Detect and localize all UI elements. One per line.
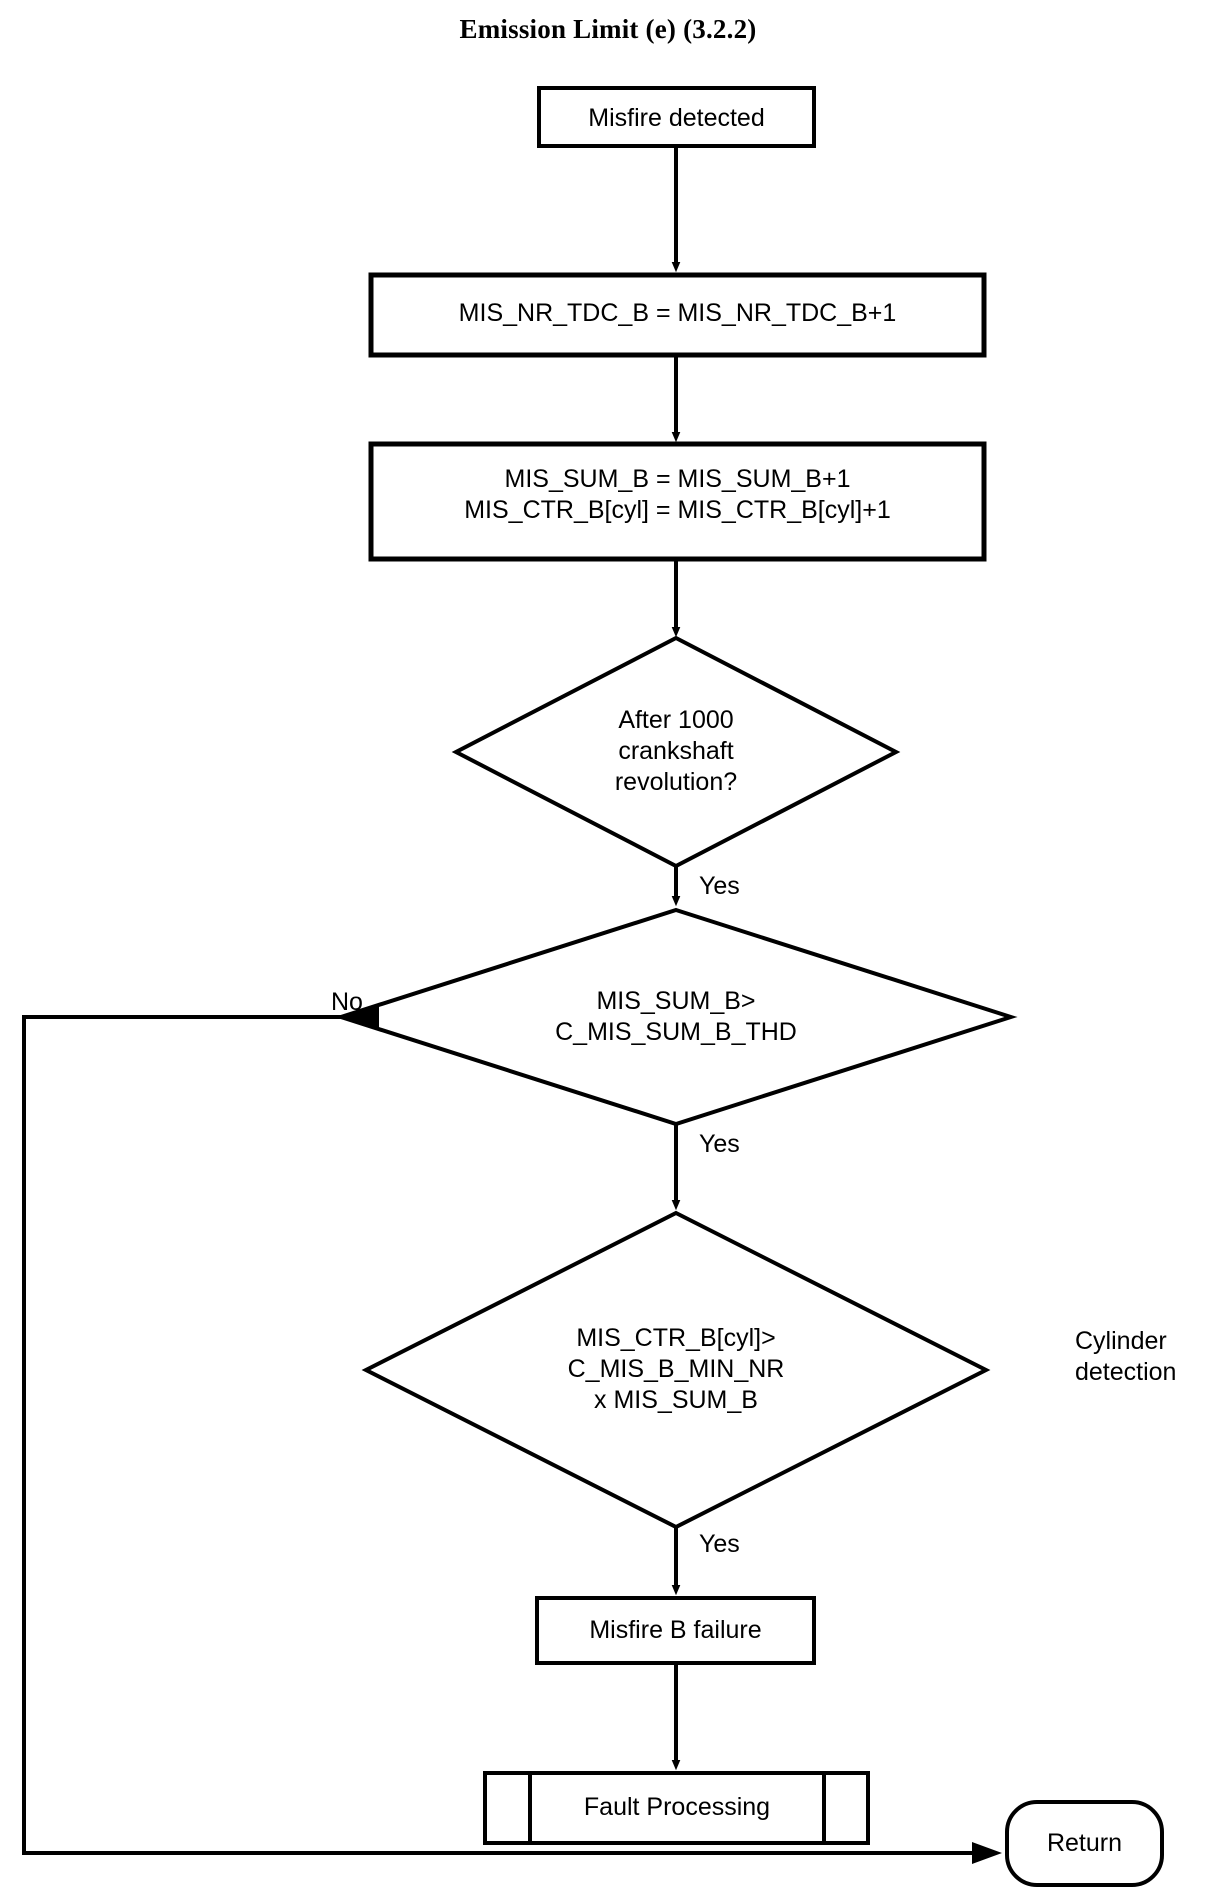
node-decision-sum[interactable] bbox=[341, 910, 1011, 1124]
node-inc-sum[interactable] bbox=[371, 444, 984, 559]
node-inc-tdc[interactable] bbox=[371, 275, 984, 355]
node-inc-sum-shape bbox=[368, 441, 987, 562]
node-fault-shape bbox=[483, 1771, 870, 1845]
node-fault[interactable] bbox=[485, 1773, 868, 1843]
edge-decision-sum-no bbox=[22, 1015, 990, 1855]
edge-decision-sum-no-arrowhead bbox=[341, 1005, 379, 1029]
edge-loop-to-return-arrowhead bbox=[972, 1842, 1002, 1864]
edge-label-yes-ctr: Yes bbox=[699, 1530, 740, 1558]
node-fail-shape bbox=[535, 1596, 816, 1665]
node-start[interactable] bbox=[539, 88, 814, 146]
edge-label-yes-rev: Yes bbox=[699, 872, 740, 900]
node-start-shape bbox=[537, 86, 816, 148]
node-return[interactable] bbox=[1007, 1802, 1162, 1885]
annotation-cylinder-detection: Cylinder detection bbox=[1075, 1327, 1177, 1386]
node-decision-ctr[interactable] bbox=[366, 1213, 986, 1527]
page-title: Emission Limit (e) (3.2.2) bbox=[459, 14, 757, 44]
node-return-shape bbox=[1005, 1800, 1164, 1887]
edge-label-no-sum: No bbox=[331, 988, 363, 1016]
edge-label-yes-sum: Yes bbox=[699, 1130, 740, 1158]
node-fail[interactable] bbox=[537, 1598, 814, 1663]
node-decision-rev[interactable] bbox=[456, 638, 896, 866]
